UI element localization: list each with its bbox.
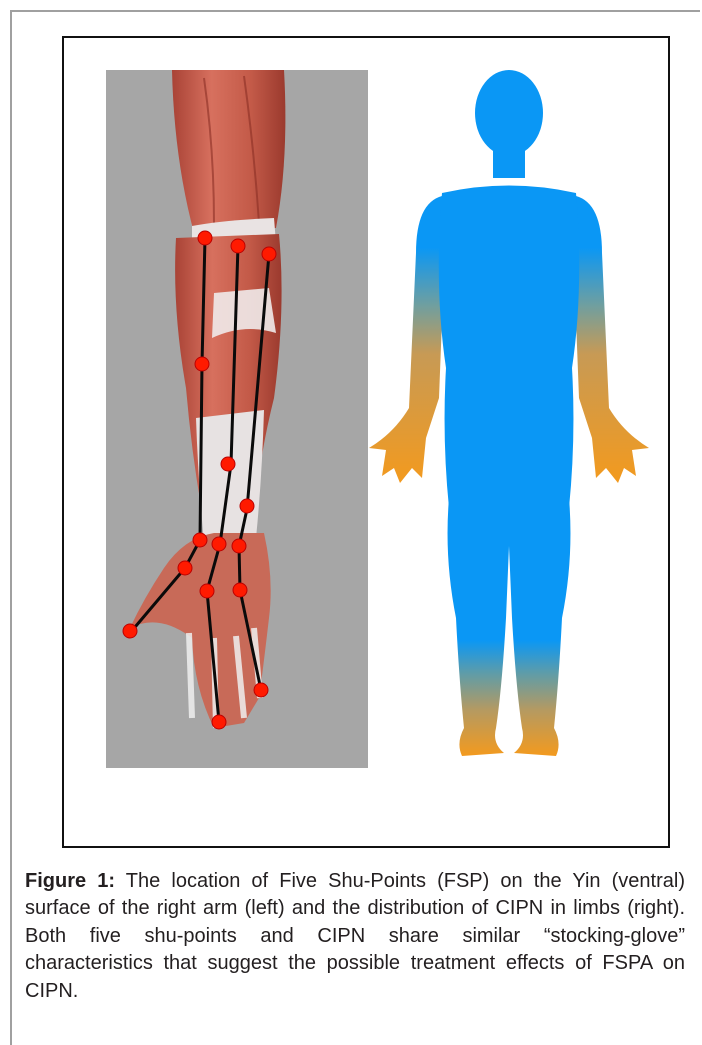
- figure-illustration: [64, 38, 668, 846]
- caption-label: Figure 1:: [25, 870, 115, 892]
- figure-frame: [62, 36, 670, 848]
- figure-caption: Figure 1: The location of Five Shu-Point…: [25, 868, 685, 1005]
- arm-anatomy-panel: [106, 70, 368, 768]
- caption-text: The location of Five Shu-Points (FSP) on…: [25, 870, 685, 1002]
- cipn-distribution-silhouette: [369, 70, 649, 756]
